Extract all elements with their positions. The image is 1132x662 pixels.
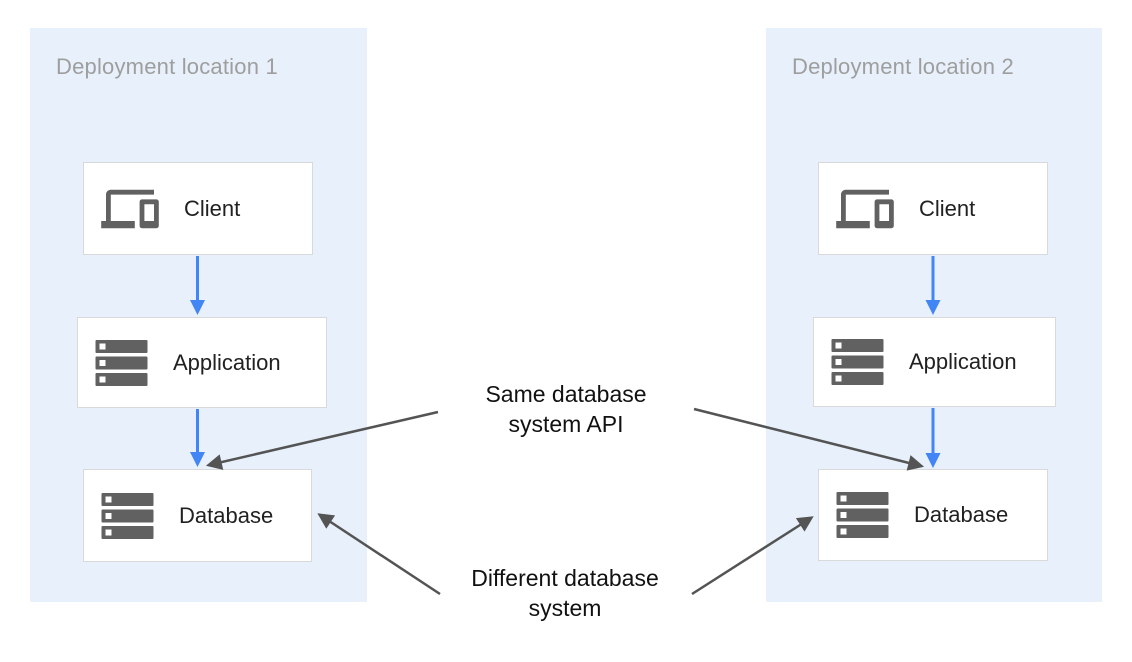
database-node-location-1: Database [83,469,312,562]
annotation-different-database-system: Different database system [471,565,659,621]
application-node-location-2: Application [813,317,1056,407]
server-stack-icon [831,339,884,385]
database-node-location-2: Database [818,469,1048,561]
node-label: Database [914,502,1009,527]
devices-icon [101,189,159,228]
server-stack-icon [95,339,148,386]
client-node-location-1: Client [83,162,313,255]
devices-icon [836,189,894,228]
node-label: Application [173,349,281,375]
server-stack-icon [836,492,889,538]
node-label: Database [179,502,274,528]
node-label: Client [184,195,241,221]
panel-title: Deployment location 1 [56,54,278,79]
server-stack-icon [101,492,154,539]
node-label: Application [909,349,1017,374]
panel-title: Deployment location 2 [792,54,1014,79]
node-label: Client [919,195,976,221]
annotation-same-database-api: Same database system API [485,381,647,437]
application-node-location-1: Application [77,317,327,408]
client-node-location-2: Client [818,162,1048,255]
